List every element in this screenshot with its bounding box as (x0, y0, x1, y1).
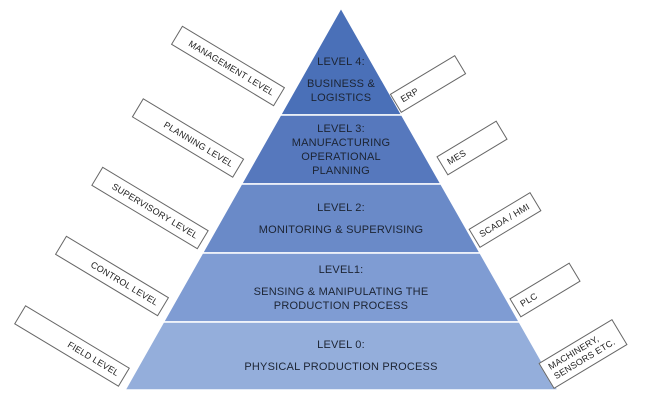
level-4-title: LEVEL 4: (317, 56, 365, 68)
level-0-tier (123, 321, 560, 391)
level-0-description-line: PHYSICAL PRODUCTION PROCESS (244, 361, 438, 373)
level-3-system-line: MES (445, 147, 468, 167)
level-4-description-line: LOGISTICS (310, 92, 372, 104)
level-1-description-line: SENSING & MANIPULATING THE (253, 285, 429, 298)
level-1-title: LEVEL1: (318, 263, 364, 276)
level-0-label: LEVEL 0: PHYSICAL PRODUCTION PROCESS (231, 338, 451, 374)
level-2-title: LEVEL 2: (317, 201, 365, 214)
level-4-system-line: ERP (398, 85, 421, 105)
level-4-description-line: BUSINESS & (306, 78, 376, 90)
level-2-description-line: MONITORING & SUPERVISING (258, 223, 424, 236)
level-3-description-line: MANUFACTURING (291, 136, 391, 149)
level-4-label: LEVEL 4: BUSINESS & LOGISTICS (231, 55, 451, 105)
level-1-system-text: PLC (518, 291, 539, 309)
level-3-title: LEVEL 3: (317, 122, 365, 135)
level-0-title: LEVEL 0: (317, 339, 365, 351)
level-2-label: LEVEL 2: MONITORING & SUPERVISING (231, 201, 451, 237)
level-3-system-text: MES (445, 148, 467, 167)
level-3-description-line: PLANNING (312, 164, 370, 177)
level-1-description-line: PRODUCTION PROCESS (273, 299, 409, 312)
level-3-description-line: OPERATIONAL (301, 150, 381, 163)
level-4-system-text: ERP (399, 86, 421, 104)
level-1-system-line: PLC (518, 290, 540, 309)
